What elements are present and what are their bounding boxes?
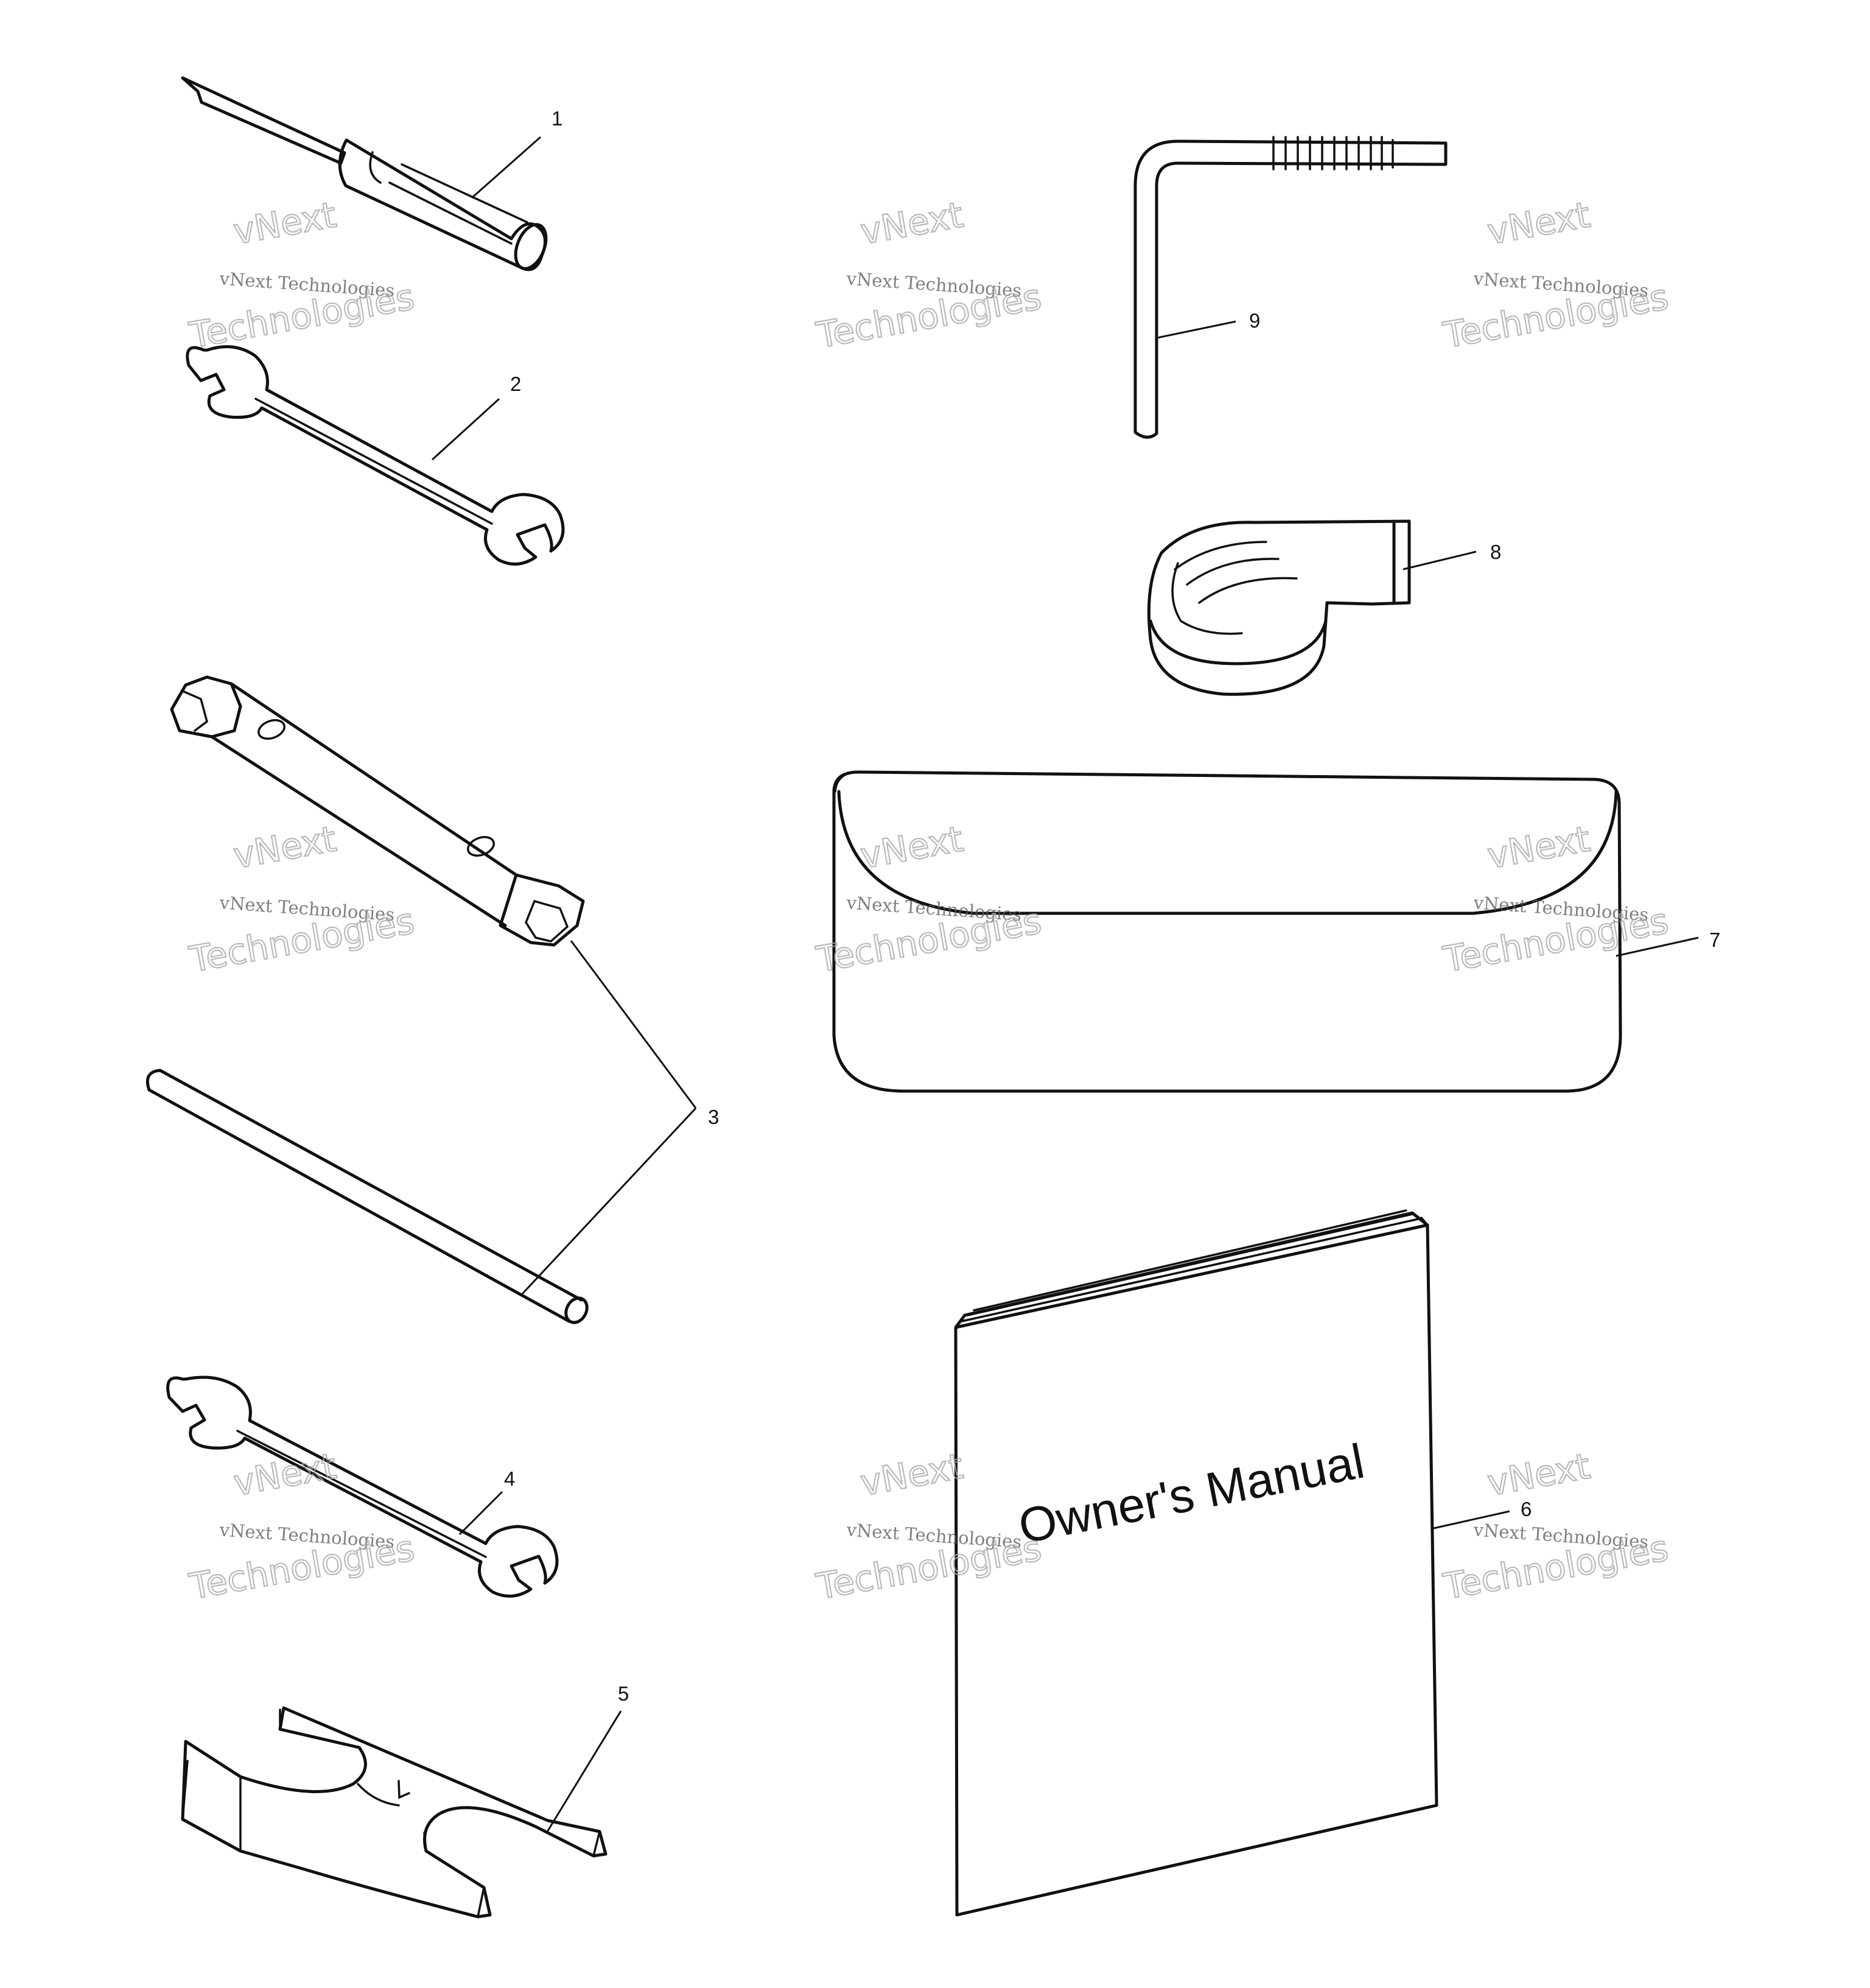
watermark-brand: vNext — [230, 818, 339, 876]
part-7-tool-pouch — [832, 770, 1622, 1093]
watermark-brand: vNext — [857, 194, 966, 252]
watermark-brand: vNext — [1484, 818, 1593, 876]
part-8-tape-roll — [1147, 519, 1411, 696]
part-4-wrench — [166, 1375, 559, 1598]
part-1-screwdriver — [181, 76, 548, 271]
callout-1: 1 — [552, 107, 562, 130]
watermark-brand: vNext — [857, 818, 966, 876]
watermark-brand: vNext — [1484, 1445, 1593, 1503]
watermark-brand: vNext — [857, 1445, 966, 1503]
part-5-spanner — [181, 1706, 608, 1919]
part-3-socket-wrench — [170, 675, 585, 947]
callout-7: 7 — [1709, 929, 1720, 951]
part-2-wrench — [186, 345, 565, 566]
callout-6: 6 — [1521, 1498, 1532, 1520]
callout-8: 8 — [1490, 541, 1501, 563]
leader-lines — [431, 136, 1699, 1833]
callout-9: 9 — [1249, 309, 1260, 332]
watermarks: vNext vNext Technologies Technologies vN… — [186, 193, 1672, 1608]
watermark-brand: vNext — [230, 194, 339, 252]
callout-numbers: 1 2 3 4 5 6 7 8 9 — [504, 107, 1720, 1705]
callout-2: 2 — [510, 373, 521, 395]
callout-3: 3 — [708, 1106, 719, 1128]
callout-4: 4 — [504, 1467, 515, 1490]
manual-cover-title: Owner's Manual — [1014, 1434, 1368, 1554]
watermark-brand: vNext — [230, 1445, 339, 1503]
part-9-hex-key — [1133, 136, 1448, 439]
part-3-tommy-bar — [145, 1069, 589, 1324]
callout-5: 5 — [618, 1682, 629, 1705]
watermark-brand: vNext — [1484, 194, 1593, 252]
